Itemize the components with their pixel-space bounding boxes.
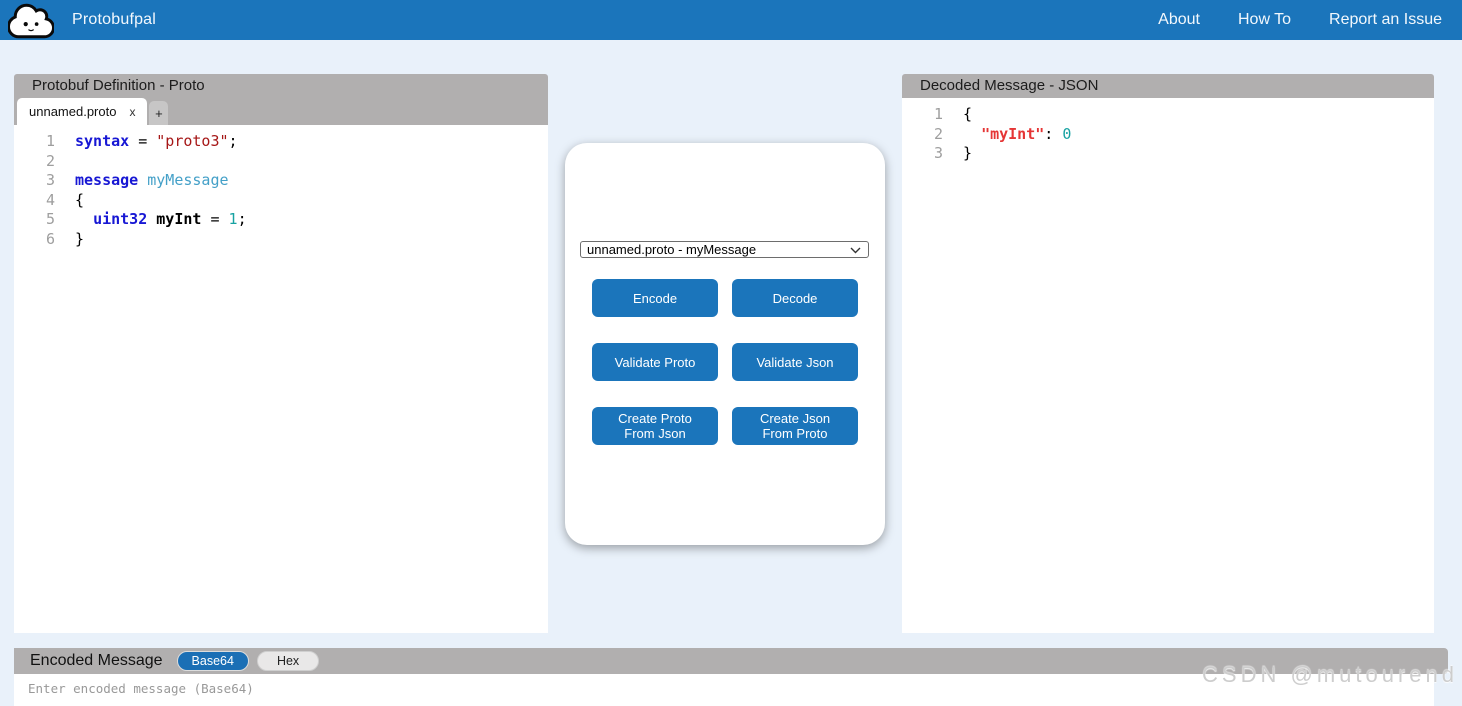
- decode-button[interactable]: Decode: [732, 279, 858, 317]
- code-line: 1{: [933, 105, 973, 123]
- navbar: Protobufpal About How To Report an Issue: [0, 0, 1462, 40]
- tab-unnamed-proto[interactable]: unnamed.proto x: [17, 98, 148, 125]
- proto-definition-panel: Protobuf Definition - Proto unnamed.prot…: [14, 74, 548, 633]
- proto-panel-title: Protobuf Definition - Proto: [14, 74, 548, 98]
- chevron-down-icon: [850, 247, 861, 253]
- cloud-face-logo-icon: [8, 3, 54, 39]
- encode-button[interactable]: Encode: [592, 279, 718, 317]
- code-line: 3}: [933, 144, 973, 162]
- message-select[interactable]: unnamed.proto - myMessage: [580, 241, 869, 258]
- code-line: 2: [45, 151, 55, 170]
- code-line: 2 "myInt": 0: [933, 124, 1072, 143]
- base64-toggle-button[interactable]: Base64: [176, 651, 249, 671]
- code-line: 5 uint32 myInt = 1;: [45, 210, 247, 228]
- create-proto-from-json-button[interactable]: Create Proto From Json: [592, 407, 718, 445]
- validate-json-button[interactable]: Validate Json: [732, 343, 858, 381]
- message-select-value: unnamed.proto - myMessage: [587, 242, 757, 257]
- code-line: 4{: [45, 190, 85, 209]
- actions-card: unnamed.proto - myMessage Encode Decode …: [565, 143, 885, 545]
- add-tab-button[interactable]: +: [149, 101, 169, 125]
- nav-links: About How To Report an Issue: [1158, 11, 1462, 29]
- code-line: 6}: [45, 229, 85, 248]
- nav-about[interactable]: About: [1158, 11, 1200, 28]
- brand-title: Protobufpal: [72, 11, 157, 28]
- hex-toggle-button[interactable]: Hex: [256, 651, 320, 671]
- encoded-message-title: Encoded Message: [30, 652, 163, 669]
- validate-proto-button[interactable]: Validate Proto: [592, 343, 718, 381]
- brand[interactable]: Protobufpal: [0, 1, 156, 39]
- nav-report-an-issue[interactable]: Report an Issue: [1329, 11, 1442, 28]
- create-json-from-proto-button[interactable]: Create Json From Proto: [732, 407, 858, 445]
- encoded-message-bar: Encoded Message Base64 Hex: [14, 648, 1448, 674]
- tab-close-icon[interactable]: x: [129, 104, 136, 119]
- encoded-message-input[interactable]: [14, 674, 1434, 706]
- proto-tab-bar: unnamed.proto x +: [14, 98, 548, 125]
- json-panel-title: Decoded Message - JSON: [902, 74, 1434, 98]
- tab-label: unnamed.proto: [29, 104, 117, 119]
- nav-how-to[interactable]: How To: [1237, 11, 1292, 28]
- action-buttons: Encode Decode Validate Proto Validate Js…: [592, 279, 858, 445]
